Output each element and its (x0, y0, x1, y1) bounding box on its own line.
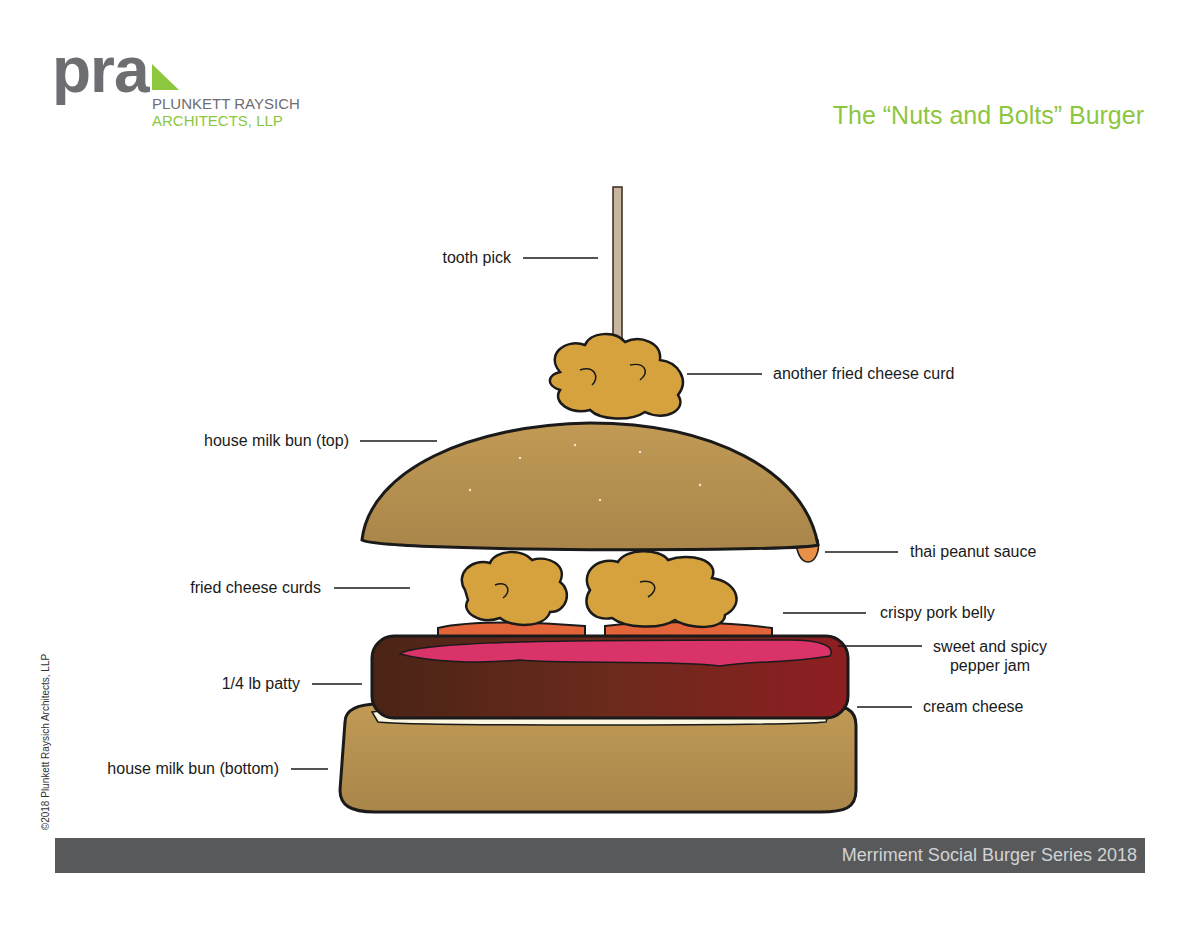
patty (372, 636, 848, 718)
part-label: thai peanut sauce (910, 542, 1036, 561)
part-label: crispy pork belly (880, 603, 995, 622)
pepper-jam (400, 640, 831, 666)
part-label: house milk bun (top) (204, 431, 349, 450)
cheese-curd (462, 552, 567, 625)
top-bun (362, 423, 818, 550)
logo-text: pra (52, 38, 149, 102)
logo-triangle (152, 64, 179, 90)
cheese-curd (586, 551, 736, 627)
title: The “Nuts and Bolts” Burger (833, 100, 1144, 130)
part-label: house milk bun (bottom) (107, 759, 279, 778)
leader-lines (291, 258, 922, 769)
footer-text: Merriment Social Burger Series 2018 (842, 845, 1137, 866)
bottom-bun (340, 704, 856, 812)
part-label: sweet and spicy pepper jam (925, 637, 1055, 675)
logo-firm-name: PLUNKETT RAYSICH (152, 95, 300, 113)
part-label: fried cheese curds (190, 578, 321, 597)
copyright: ©2018 Plunkett Raysich Architects, LLP (40, 654, 52, 830)
cheese-curd (550, 334, 683, 419)
toothpick (613, 187, 622, 352)
part-label: 1/4 lb patty (222, 674, 300, 693)
part-label: cream cheese (923, 697, 1024, 716)
logo-firm-type: ARCHITECTS, LLP (152, 112, 283, 130)
part-label: another fried cheese curd (773, 364, 954, 383)
part-label: tooth pick (443, 248, 511, 267)
footer-band: Merriment Social Burger Series 2018 (55, 838, 1145, 873)
